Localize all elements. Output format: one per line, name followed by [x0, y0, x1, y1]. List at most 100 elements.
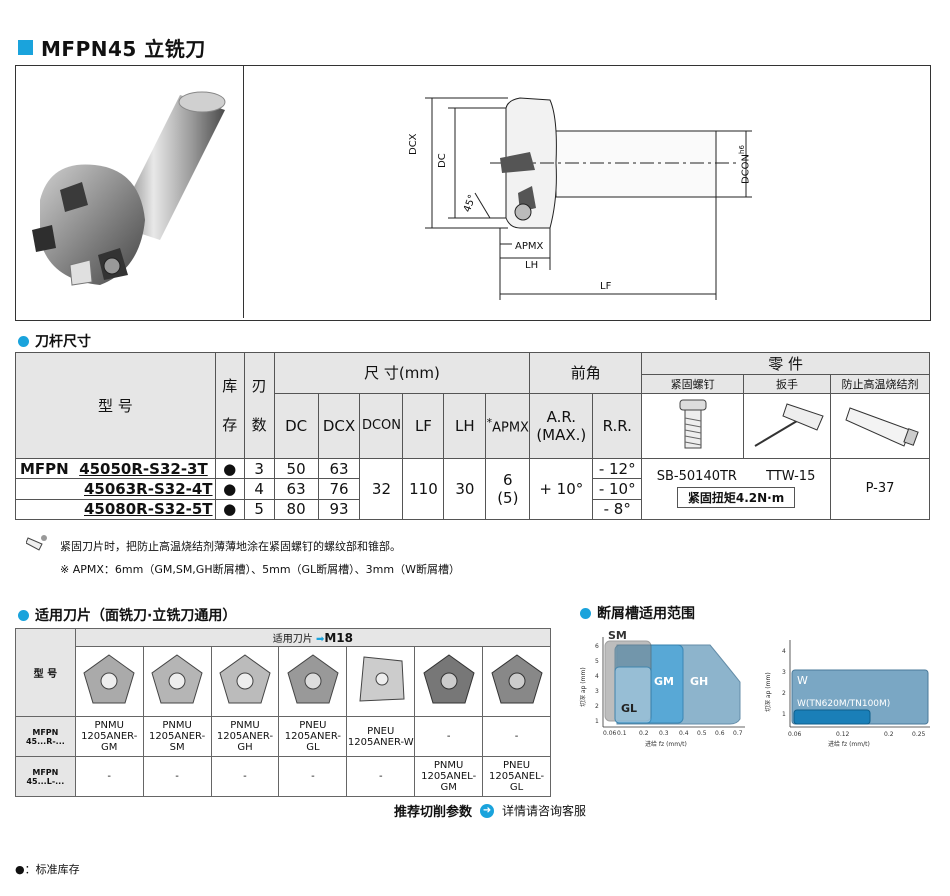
label-gl: GL — [621, 702, 637, 715]
th-insert: 适用刀片 ➡M18 — [74, 628, 552, 647]
section-title: 断屑槽适用范围 — [597, 606, 695, 622]
th-dimension: 尺 寸(mm) — [273, 352, 531, 394]
insert-pentagon-icon — [287, 654, 339, 704]
y-tick: 1 — [595, 718, 599, 725]
section-marker — [18, 609, 29, 621]
rr-cell: - 12° — [592, 457, 643, 480]
x-tick: 0.06 — [788, 731, 802, 738]
screw-image — [641, 392, 744, 459]
th-screw: 紧固螺钉 — [641, 374, 744, 394]
dcx-cell: 63 — [317, 457, 361, 480]
table-row-model: 45063R-S32-4T — [15, 478, 216, 500]
th-apmx: *APMX — [485, 392, 531, 459]
insert-image — [414, 646, 484, 717]
wrench-icon — [754, 403, 824, 447]
y-axis-label: 切深 ap (mm) — [764, 672, 772, 712]
dc-cell: 63 — [273, 478, 319, 500]
chipbreaker-chart-1: SM GM GH GL 6 5 4 3 2 1 0.06 0.1 0.2 0.3… — [579, 629, 745, 748]
th-wrench: 扳手 — [742, 374, 831, 394]
rr-cell: - 10° — [592, 478, 643, 500]
wrench-image — [742, 392, 831, 459]
th-lf: LF — [402, 392, 445, 459]
stock-legend: ●：标准库存 — [15, 863, 80, 876]
rr-cell: - 8° — [592, 498, 643, 521]
dim-dcon: DCONh6 — [738, 145, 752, 184]
stock-cell: ● — [214, 498, 245, 521]
th-antiseize: 防止高温烧结剂 — [829, 374, 931, 394]
technical-drawing — [425, 97, 752, 300]
antiseize-cell: P-37 — [829, 457, 931, 521]
y-axis-label: 切深 ap (mm) — [579, 667, 587, 707]
insert-cell: - — [346, 756, 416, 797]
y-tick: 5 — [595, 658, 599, 665]
product-photo — [32, 91, 226, 286]
x-tick: 0.6 — [715, 730, 725, 737]
y-tick: 2 — [595, 703, 599, 710]
th-flutes: 刃数 — [243, 352, 275, 459]
th-dc: DC — [273, 392, 319, 459]
note-antiseize: 紧固刀片时，把防止高温烧结剂薄薄地涂在紧固螺钉的螺纹部和锥部。 — [60, 540, 401, 553]
section-title: 刀杆尺寸 — [35, 334, 91, 350]
region-gl — [614, 666, 652, 724]
y-tick: 2 — [782, 690, 786, 697]
insert-pentagon-icon — [423, 654, 475, 704]
th-lh: LH — [443, 392, 487, 459]
dim-dcx: DCX — [408, 133, 419, 155]
stock-cell: ● — [214, 478, 245, 500]
insert-pentagon-icon — [490, 654, 543, 704]
x-tick: 0.1 — [617, 730, 627, 737]
label-w: W — [797, 674, 808, 687]
th-ar: A.R.(MAX.) — [529, 392, 594, 459]
row-label-r: MFPN 45...R-... — [15, 716, 76, 757]
x-tick: 0.7 — [733, 730, 743, 737]
region-w-tn — [793, 709, 871, 725]
insert-square-icon — [359, 656, 405, 702]
y-tick: 4 — [595, 673, 599, 680]
stock-cell: ● — [214, 457, 245, 480]
insert-pentagon-icon — [151, 654, 203, 704]
tube-note-icon — [26, 535, 47, 551]
label-gm: GM — [654, 675, 674, 688]
ar-cell: + 10° — [529, 457, 594, 521]
insert-image — [210, 646, 280, 717]
x-tick: 0.4 — [679, 730, 689, 737]
x-tick: 0.06 — [603, 730, 617, 737]
insert-cell: - — [414, 716, 484, 757]
arrow-right-icon: ➜ — [480, 803, 495, 818]
insert-cell: - — [278, 756, 348, 797]
th-stock: 库存 — [214, 352, 245, 459]
page-title-text: MFPN45 立铣刀 — [41, 37, 206, 61]
insert-cell: - — [210, 756, 280, 797]
insert-pentagon-icon — [219, 654, 271, 704]
x-tick: 0.5 — [697, 730, 707, 737]
x-tick: 0.2 — [884, 731, 894, 738]
dcx-cell: 76 — [317, 478, 361, 500]
flutes-cell: 4 — [243, 478, 275, 500]
x-tick: 0.12 — [836, 731, 850, 738]
section-marker — [18, 335, 29, 347]
screw-icon — [679, 399, 707, 449]
x-axis-label: 进给 fz (mm/t) — [828, 740, 870, 748]
insert-cell: - — [142, 756, 212, 797]
dcon-cell: 32 — [359, 457, 404, 521]
x-tick: 0.2 — [639, 730, 649, 737]
illustration-box — [15, 65, 931, 321]
insert-cell: - — [482, 716, 551, 757]
recommend-link[interactable]: 推荐切削参数 ➜ 详情请咨询客服 — [394, 801, 586, 820]
apmx-cell: 6(5) — [485, 457, 531, 521]
tube-icon — [845, 407, 919, 447]
recommend-label: 推荐切削参数 — [394, 805, 473, 820]
insert-pentagon-icon — [83, 654, 135, 704]
table-row-model: 45080R-S32-5T — [15, 498, 216, 521]
section-chipbreaker: 断屑槽适用范围 — [580, 603, 695, 623]
th-rake: 前角 — [529, 352, 643, 394]
insert-image — [346, 646, 416, 717]
th-parts: 零 件 — [641, 351, 930, 376]
dc-cell: 80 — [273, 498, 319, 521]
y-tick: 6 — [595, 643, 599, 650]
